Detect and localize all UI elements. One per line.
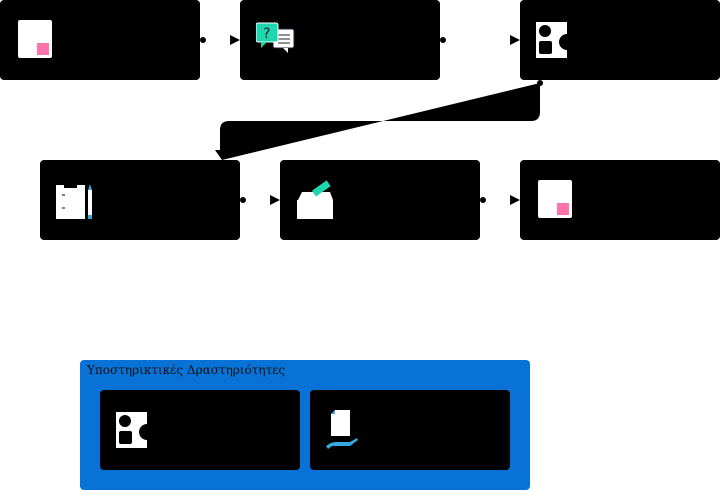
connector-dot	[240, 197, 246, 203]
step-box-5[interactable]	[280, 160, 480, 240]
step-box-1[interactable]	[0, 0, 200, 80]
connector-arrowhead	[230, 35, 240, 45]
document-icon	[538, 180, 572, 218]
step-box-2[interactable]: ?	[240, 0, 440, 80]
connector-arrowhead	[270, 195, 280, 205]
svg-text:?: ?	[263, 26, 270, 42]
group-title: Υποστηρικτικές Δραστηριότητες	[87, 363, 286, 377]
connector-dot	[480, 197, 486, 203]
shapes-icon	[116, 412, 155, 448]
connector-dot	[537, 80, 543, 86]
connector-dot	[200, 37, 206, 43]
document-icon	[18, 20, 52, 58]
support-box-1[interactable]	[100, 390, 300, 470]
connector-dot	[440, 37, 446, 43]
step-box-6[interactable]	[520, 160, 720, 240]
clipboard-checklist-icon	[56, 183, 92, 219]
connector-arrow	[215, 83, 540, 160]
support-box-2[interactable]	[310, 390, 510, 470]
step-box-4[interactable]	[40, 160, 240, 240]
supporting-activities-group: Υποστηρικτικές Δραστηριότητες	[80, 360, 530, 490]
ballot-box-icon	[297, 180, 333, 219]
shapes-icon	[536, 22, 575, 58]
question-chat-icon: ?	[256, 22, 295, 53]
connector-arrowhead	[510, 35, 520, 45]
step-box-3[interactable]	[520, 0, 720, 80]
connector-arrowhead	[510, 195, 520, 205]
hand-document-icon	[326, 410, 358, 449]
